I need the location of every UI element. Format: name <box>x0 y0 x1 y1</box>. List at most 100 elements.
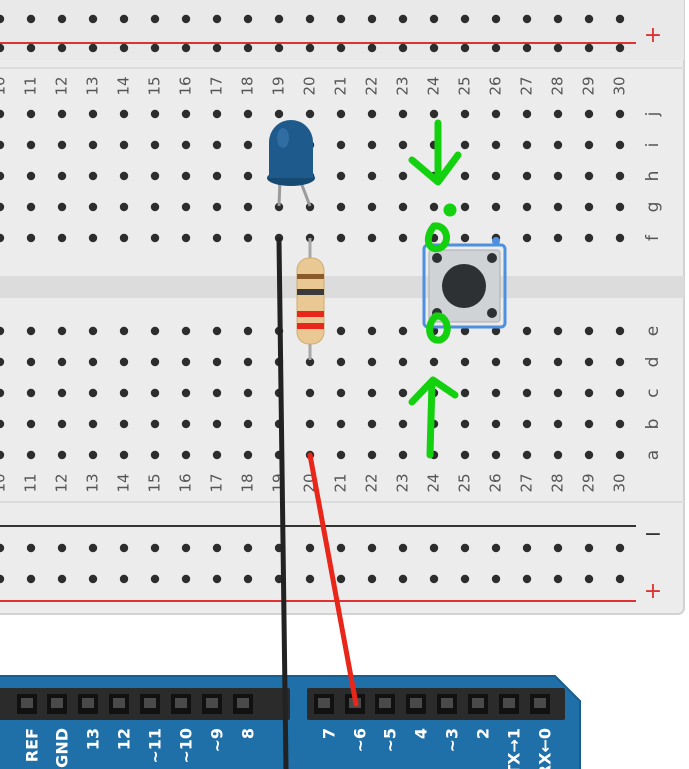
breadboard-hole[interactable] <box>243 202 253 212</box>
breadboard-hole[interactable] <box>584 171 594 181</box>
rail-hole[interactable] <box>491 14 501 24</box>
rail-hole[interactable] <box>57 543 67 553</box>
breadboard-hole[interactable] <box>0 171 5 181</box>
breadboard-hole[interactable] <box>150 357 160 367</box>
breadboard-hole[interactable] <box>26 419 36 429</box>
breadboard-hole[interactable] <box>615 109 625 119</box>
breadboard-hole[interactable] <box>522 202 532 212</box>
breadboard-hole[interactable] <box>150 419 160 429</box>
breadboard-hole[interactable] <box>181 357 191 367</box>
breadboard-hole[interactable] <box>553 171 563 181</box>
rail-hole[interactable] <box>150 574 160 584</box>
breadboard-hole[interactable] <box>150 233 160 243</box>
rail-hole[interactable] <box>429 574 439 584</box>
breadboard-hole[interactable] <box>460 233 470 243</box>
breadboard-hole[interactable] <box>26 109 36 119</box>
breadboard-hole[interactable] <box>584 450 594 460</box>
rail-hole[interactable] <box>398 574 408 584</box>
rail-hole[interactable] <box>336 14 346 24</box>
breadboard-hole[interactable] <box>26 326 36 336</box>
rail-hole[interactable] <box>553 43 563 53</box>
breadboard-hole[interactable] <box>119 357 129 367</box>
breadboard-hole[interactable] <box>553 450 563 460</box>
resistor[interactable] <box>296 238 325 360</box>
breadboard-hole[interactable] <box>150 109 160 119</box>
rail-hole[interactable] <box>522 43 532 53</box>
rail-hole[interactable] <box>305 43 315 53</box>
breadboard-hole[interactable] <box>88 171 98 181</box>
breadboard-hole[interactable] <box>181 419 191 429</box>
rail-hole[interactable] <box>367 43 377 53</box>
rail-hole[interactable] <box>429 43 439 53</box>
breadboard-hole[interactable] <box>460 202 470 212</box>
breadboard-hole[interactable] <box>243 171 253 181</box>
rail-hole[interactable] <box>398 43 408 53</box>
breadboard-hole[interactable] <box>615 419 625 429</box>
red-wire[interactable] <box>307 452 359 707</box>
rail-hole[interactable] <box>119 14 129 24</box>
rail-hole[interactable] <box>243 543 253 553</box>
rail-hole[interactable] <box>181 14 191 24</box>
rail-hole[interactable] <box>57 43 67 53</box>
breadboard-hole[interactable] <box>26 233 36 243</box>
breadboard-hole[interactable] <box>367 388 377 398</box>
breadboard-hole[interactable] <box>522 450 532 460</box>
breadboard-hole[interactable] <box>88 140 98 150</box>
breadboard-hole[interactable] <box>0 109 5 119</box>
black-wire[interactable] <box>276 237 289 769</box>
breadboard-hole[interactable] <box>88 233 98 243</box>
breadboard-hole[interactable] <box>212 419 222 429</box>
breadboard-hole[interactable] <box>181 202 191 212</box>
breadboard-hole[interactable] <box>88 202 98 212</box>
breadboard-hole[interactable] <box>522 326 532 336</box>
breadboard-hole[interactable] <box>181 388 191 398</box>
breadboard-hole[interactable] <box>615 388 625 398</box>
breadboard-hole[interactable] <box>26 450 36 460</box>
breadboard-hole[interactable] <box>0 233 5 243</box>
breadboard-hole[interactable] <box>57 388 67 398</box>
breadboard-hole[interactable] <box>336 357 346 367</box>
breadboard-hole[interactable] <box>243 419 253 429</box>
breadboard-hole[interactable] <box>88 388 98 398</box>
rail-hole[interactable] <box>367 543 377 553</box>
rail-hole[interactable] <box>553 574 563 584</box>
rail-hole[interactable] <box>88 14 98 24</box>
breadboard-hole[interactable] <box>460 388 470 398</box>
breadboard-hole[interactable] <box>57 109 67 119</box>
breadboard-hole[interactable] <box>305 357 315 367</box>
breadboard-hole[interactable] <box>615 450 625 460</box>
breadboard-hole[interactable] <box>150 202 160 212</box>
breadboard-hole[interactable] <box>367 450 377 460</box>
breadboard-hole[interactable] <box>522 419 532 429</box>
breadboard-hole[interactable] <box>615 357 625 367</box>
rail-hole[interactable] <box>553 14 563 24</box>
rail-hole[interactable] <box>88 574 98 584</box>
breadboard-hole[interactable] <box>26 357 36 367</box>
breadboard-hole[interactable] <box>181 233 191 243</box>
breadboard-hole[interactable] <box>243 357 253 367</box>
breadboard-hole[interactable] <box>522 233 532 243</box>
breadboard-hole[interactable] <box>305 419 315 429</box>
pushbutton[interactable] <box>422 237 507 329</box>
rail-hole[interactable] <box>150 543 160 553</box>
breadboard-hole[interactable] <box>57 450 67 460</box>
breadboard-hole[interactable] <box>615 233 625 243</box>
breadboard-hole[interactable] <box>429 357 439 367</box>
breadboard-hole[interactable] <box>460 109 470 119</box>
breadboard-hole[interactable] <box>57 419 67 429</box>
rail-hole[interactable] <box>336 574 346 584</box>
rail-hole[interactable] <box>398 14 408 24</box>
breadboard-hole[interactable] <box>119 233 129 243</box>
breadboard-hole[interactable] <box>367 357 377 367</box>
rail-hole[interactable] <box>491 543 501 553</box>
rail-hole[interactable] <box>553 543 563 553</box>
breadboard-hole[interactable] <box>57 357 67 367</box>
breadboard-hole[interactable] <box>522 109 532 119</box>
breadboard-hole[interactable] <box>553 109 563 119</box>
breadboard-hole[interactable] <box>491 326 501 336</box>
breadboard-hole[interactable] <box>460 357 470 367</box>
breadboard-hole[interactable] <box>553 388 563 398</box>
breadboard-hole[interactable] <box>522 357 532 367</box>
rail-hole[interactable] <box>584 43 594 53</box>
breadboard-hole[interactable] <box>584 357 594 367</box>
